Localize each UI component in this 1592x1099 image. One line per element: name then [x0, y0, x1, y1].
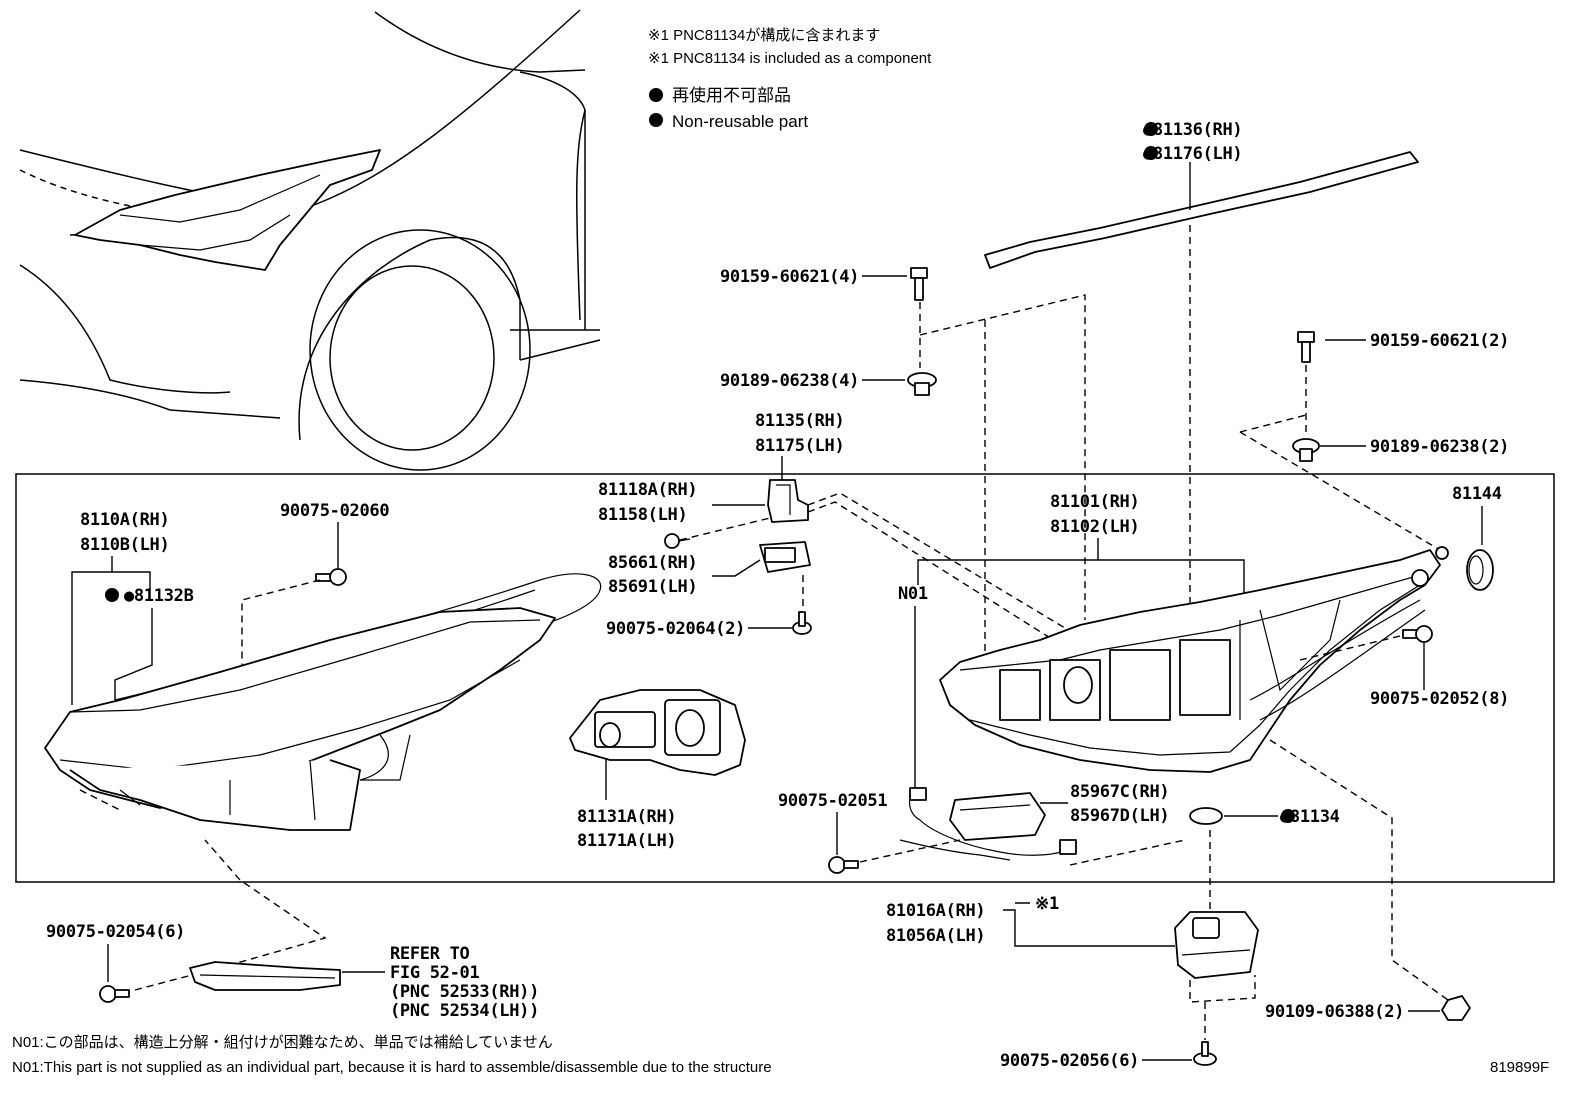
label-81144: 81144 — [1452, 484, 1502, 504]
screw-90075-02051-icon — [828, 856, 859, 874]
label-81171a: 81171A(LH) — [577, 831, 676, 851]
screw-90075-02056-icon — [1193, 1041, 1217, 1066]
label-90075-02052: 90075-02052(8) — [1370, 689, 1509, 709]
label-85691: 85691(LH) — [608, 577, 697, 597]
label-81101: 81101(RH) — [1050, 492, 1139, 512]
note-n01-en: N01:This part is not supplied as an indi… — [12, 1059, 772, 1076]
screw-90075-02064-icon — [792, 611, 812, 635]
label-81131a: 81131A(RH) — [577, 807, 676, 827]
label-85967c: 85967C(RH) — [1070, 782, 1169, 802]
label-90189-06238-4: 90189-06238(4) — [720, 371, 859, 391]
label-81056a: 81056A(LH) — [886, 926, 985, 946]
nonreusable-bullet-icon-81132b — [105, 588, 119, 602]
label-81135: 81135(RH) — [755, 411, 844, 431]
label-81175: 81175(LH) — [755, 436, 844, 456]
label-90189-06238-2: 90189-06238(2) — [1370, 437, 1509, 457]
nonreusable-bullet-icon-81136 — [1144, 122, 1158, 136]
clip-90189-06238-right-icon — [1292, 438, 1320, 462]
label-90075-02051: 90075-02051 — [778, 791, 887, 811]
label-90075-02060: 90075-02060 — [280, 501, 389, 521]
assembly-frame — [15, 473, 1555, 883]
led-module-81016a-icon — [1174, 911, 1259, 979]
label-8110b: 8110B(LH) — [80, 535, 169, 555]
bolt-90159-60621-right-icon — [1297, 331, 1315, 363]
label-refer-pnc-lh: (PNC 52534(LH)) — [390, 1001, 539, 1021]
label-85967d: 85967D(LH) — [1070, 806, 1169, 826]
ecu-85967c-icon — [899, 787, 1077, 861]
label-8110a: 8110A(RH) — [80, 510, 169, 530]
screw-90075-02052-icon — [1402, 625, 1433, 643]
note-component-en: ※1 PNC81134 is included as a component — [648, 50, 932, 67]
screw-icon-81118 — [664, 533, 691, 549]
note-component-jp: ※1 PNC81134が構成に含まれます — [648, 27, 880, 44]
note-nonreusable-jp: 再使用不可部品 — [672, 85, 791, 105]
label-90075-02064: 90075-02064(2) — [606, 619, 745, 639]
label-refer-fig: FIG 52-01 — [390, 963, 479, 983]
screw-90075-02060-icon — [315, 568, 347, 586]
bracket-52533-icon — [189, 961, 341, 991]
label-90159-60621-2: 90159-60621(2) — [1370, 331, 1509, 351]
o-ring-81134-icon — [1189, 807, 1223, 825]
label-81016a: 81016A(RH) — [886, 901, 985, 921]
figure-id: 819899F — [1490, 1059, 1549, 1076]
actuator-85661-icon — [759, 541, 811, 573]
label-85661: 85661(RH) — [608, 553, 697, 573]
label-81158: 81158(LH) — [598, 505, 687, 525]
headlamp-lens-8110a — [44, 573, 602, 831]
label-refer-pnc-rh: (PNC 52533(RH)) — [390, 982, 539, 1002]
label-81134: ●81134 — [1280, 807, 1340, 827]
note-nonreusable-en: Non-reusable part — [672, 112, 808, 131]
nonreusable-bullet-icon — [649, 88, 663, 102]
nonreusable-bullet-icon-81176 — [1144, 146, 1158, 160]
headlamp-moulding-strip — [984, 151, 1419, 269]
clip-90189-06238-icon — [907, 372, 937, 396]
nonreusable-bullet-icon-2 — [649, 113, 663, 127]
headlamp-housing-81101 — [939, 546, 1449, 773]
label-81136: ●81136(RH) — [1143, 120, 1242, 140]
label-81118a: 81118A(RH) — [598, 480, 697, 500]
bolt-90109-06388-icon — [1441, 995, 1471, 1021]
label-81132b: ●81132B — [124, 586, 194, 606]
label-90075-02054: 90075-02054(6) — [46, 922, 185, 942]
label-refer-to: REFER TO — [390, 944, 470, 964]
screw-90075-02054-icon — [99, 985, 130, 1003]
label-81102: 81102(LH) — [1050, 517, 1139, 537]
bolt-90159-60621-icon — [910, 267, 928, 301]
label-90109-06388: 90109-06388(2) — [1265, 1002, 1404, 1022]
label-90159-60621-4: 90159-60621(4) — [720, 267, 859, 287]
bracket-81135-icon — [767, 479, 809, 523]
label-n01: N01 — [898, 584, 928, 604]
note-n01-jp: N01:この部品は、構造上分解・組付けが困難なため、単品では補給していません — [12, 1034, 553, 1051]
car-front-outline — [19, 9, 601, 471]
reflector-81131a — [569, 689, 746, 776]
label-81176: ●81176(LH) — [1143, 144, 1242, 164]
nonreusable-bullet-icon-81134 — [1281, 809, 1295, 823]
label-ref-1: ※1 — [1035, 894, 1059, 914]
label-90075-02056: 90075-02056(6) — [1000, 1051, 1139, 1071]
cap-81144-icon — [1466, 549, 1494, 591]
